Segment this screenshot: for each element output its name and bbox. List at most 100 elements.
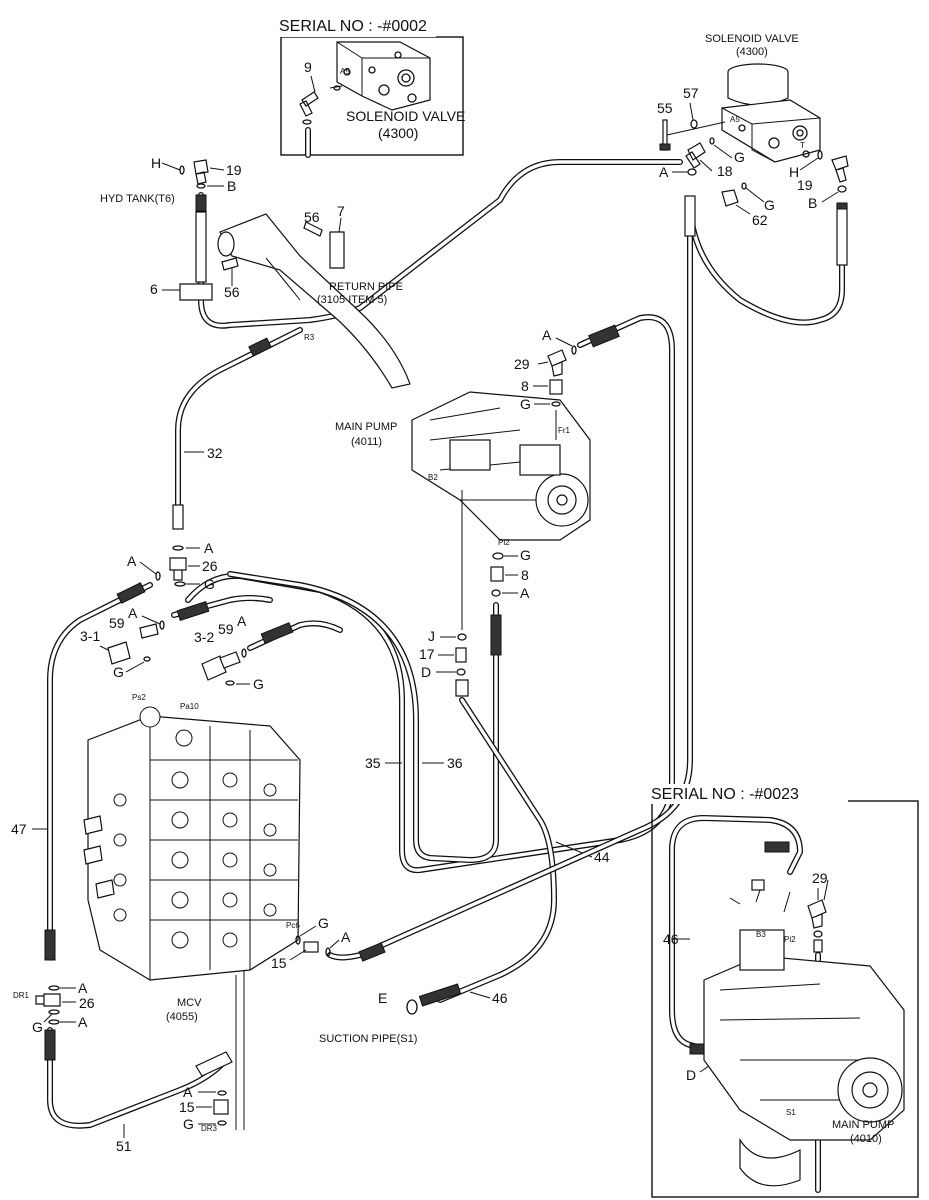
mcv-port-ps2: Ps2 [132,693,146,702]
inset-title-bg [276,15,436,37]
callout-56b: 56 [224,284,240,300]
mcv-label: MCV [177,997,202,1009]
callout-19-tank: 19 [226,162,242,178]
mcv-port-pa10: Pa10 [180,702,199,711]
elbow-fitting-icon [299,91,319,117]
callout-47: 47 [11,821,27,837]
pump-port-pi2: Pi2 [498,538,510,547]
adapter-15b-icon [213,1099,229,1115]
inset-callout-9: 9 [304,59,312,75]
mcv-port-dr3: DR3 [201,1124,218,1133]
callout-h-tank: H [151,155,161,171]
callout-7: 7 [337,203,345,219]
callout-3-1: 3-1 [80,628,100,644]
inset-title-bottom: SERIAL NO : -#0023 [651,786,799,803]
inset-pump-ref: (4010) [850,1133,882,1145]
callout-26b: 26 [79,995,95,1011]
solenoid-port-a5: A5 [730,115,740,124]
solenoid-ref: (4300) [736,46,768,58]
callout-3-2: 3-2 [194,629,214,645]
callout-59b: 59 [218,621,234,637]
elbow-fitting-29-icon [547,349,567,377]
callout-57: 57 [683,85,699,101]
inset-callout-29: 29 [812,870,828,886]
plug-62-icon [721,189,739,207]
inset-port-s1: S1 [786,1108,796,1117]
callout-62: 62 [752,212,768,228]
callout-36: 36 [447,755,463,771]
callout-d: D [421,664,431,680]
bolt-56-icon [303,221,323,237]
inset-ring-d: D [686,1067,696,1083]
callout-35: 35 [365,755,381,771]
mcv-4055 [83,706,301,981]
suction-pipe-label: SUCTION PIPE(S1) [319,1033,417,1045]
inset-callout-46: 46 [663,931,679,947]
callout-a-mcv2: A [204,540,214,556]
inset-port-a5: A5 [340,67,350,76]
sensor-3-1-icon [107,641,131,665]
callout-17: 17 [419,646,435,662]
adapter-8-icon [549,379,563,395]
main-pump-label: MAIN PUMP [335,421,397,433]
elbow-51-icon [195,1051,233,1077]
callout-g-pc6: G [318,915,329,931]
callout-a-sol: A [659,164,669,180]
elbow-fitting-19-tank-icon [193,159,209,185]
mcv-port-pc6: Pc6 [286,921,300,930]
main-pump-ref: (4011) [351,436,382,448]
callout-55: 55 [657,100,673,116]
callout-a-dr1b: A [78,1014,88,1030]
callout-46: 46 [492,990,508,1006]
bolt-56b-icon [221,257,239,271]
inset-elbow-29-icon [807,899,827,929]
inset-pump-label: MAIN PUMP [832,1119,894,1131]
mcv-ref: (4055) [166,1011,198,1023]
callout-j: J [428,628,435,644]
return-pipe-label: RETURN PIPE [329,281,403,293]
callout-18: 18 [717,163,733,179]
callout-g-dr3: G [183,1116,194,1132]
solenoid-valve-small [336,41,431,111]
callout-19-sol: 19 [797,177,813,193]
callout-15a: 15 [271,955,287,971]
mcv-port-dr1: DR1 [13,991,30,1000]
callout-a-pump1: A [542,327,552,343]
inset-serial-0002: SERIAL NO : -#0002 A5 9 SOLENOID VALVE (… [276,15,465,158]
elbow-fitting-18-icon [685,142,706,169]
callout-a-mcv1: A [127,553,137,569]
inset-suction-elbow-icon [739,1138,801,1187]
callout-g-sol1: G [734,149,745,165]
hyd-tank-label: HYD TANK(T6) [100,193,175,205]
callout-g-sol2: G [764,197,775,213]
callout-a-mcv3: A [128,605,138,621]
inset-valve-label: SOLENOID VALVE [346,108,465,124]
connector-59a-icon [139,623,159,639]
callout-8b: 8 [521,567,529,583]
clamp-6-icon [179,283,213,301]
inset-title-top: SERIAL NO : -#0002 [279,18,427,35]
callout-6: 6 [150,281,158,297]
callout-a-pc6: A [341,929,351,945]
elbow-fitting-19-icon [831,155,849,183]
callout-a-dr3: A [183,1084,193,1100]
solenoid-port-t: T [800,141,805,150]
callout-g-dr1: G [32,1019,43,1035]
callout-32: 32 [207,445,223,461]
callout-b-tank: B [227,178,236,194]
callout-g-pump2: G [520,547,531,563]
return-pipe-sub: (3105 ITEM 5) [317,294,387,306]
callout-g-mcv3: G [253,676,264,692]
connector-59b-icon [219,651,241,669]
solenoid-valve-main: SOLENOID VALVE (4300) A5 T [705,33,821,163]
callout-15b: 15 [179,1099,195,1115]
callout-a-pump2: A [520,585,530,601]
inset-port-pi2: Pi2 [784,935,796,944]
callout-8a: 8 [521,378,529,394]
sensor-3-2-icon [201,655,227,681]
tee-fitting-26-icon [169,557,187,581]
callout-44: 44 [594,849,610,865]
return-pipe-port: R3 [304,333,315,342]
callout-b-sol: B [808,195,817,211]
